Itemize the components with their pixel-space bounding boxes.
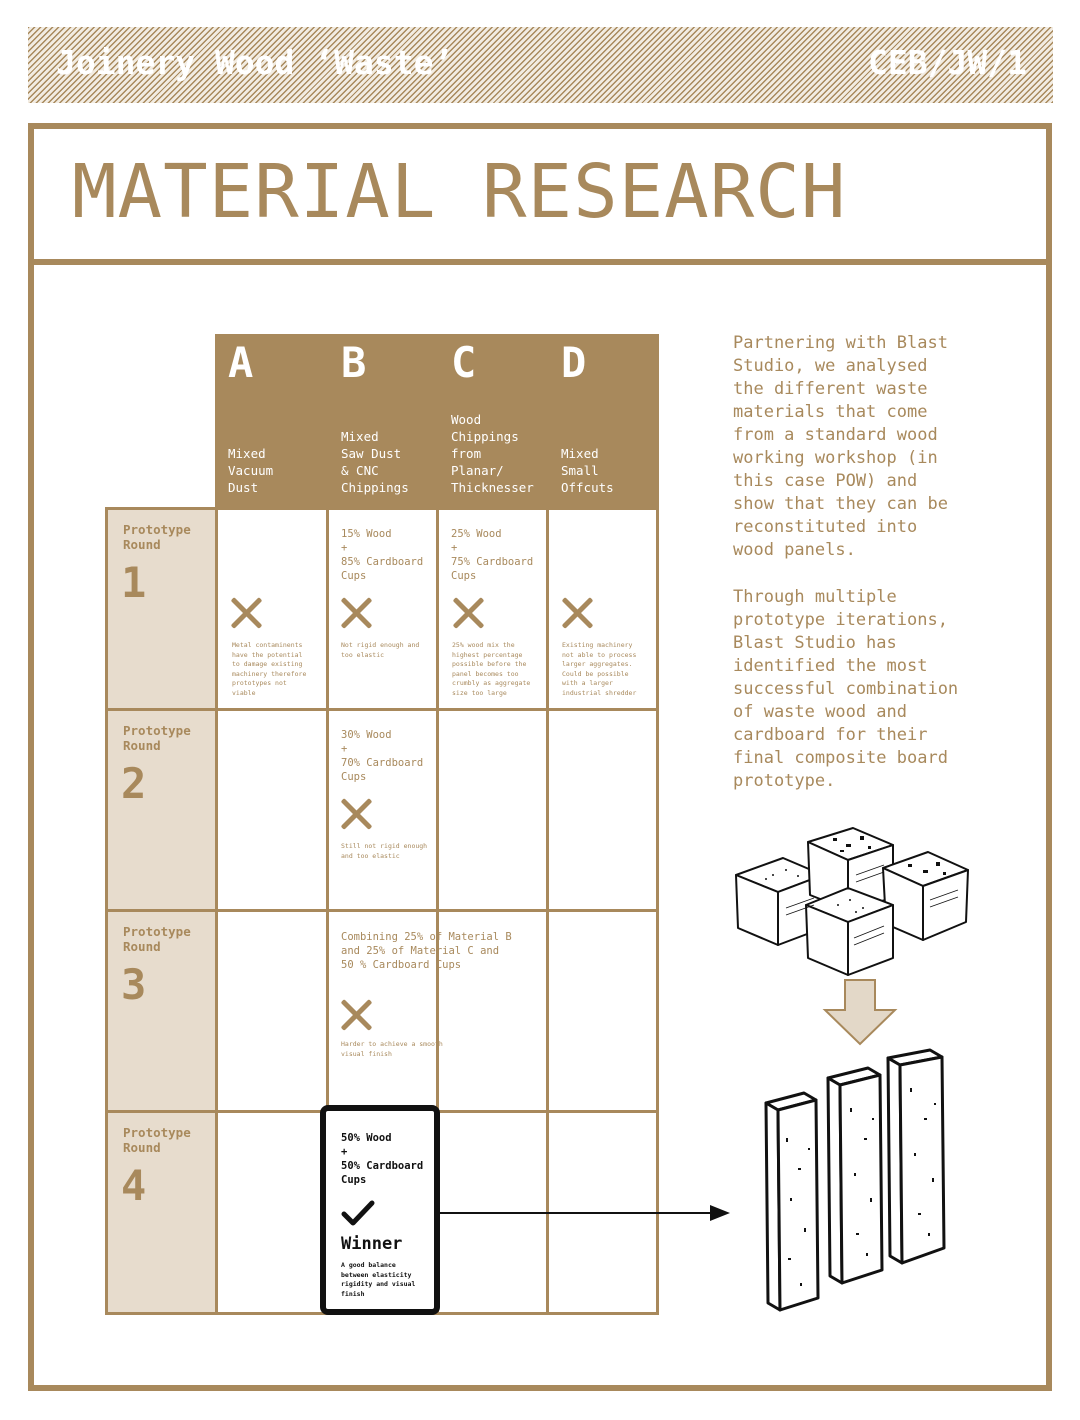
row-number: 1 [121,558,147,607]
grid-line [105,909,659,912]
row-header-2: Prototype Round 2 [107,709,216,910]
grid-line [105,708,659,711]
main-frame: MATERIAL RESEARCH [28,123,1052,1391]
cross-icon [229,596,263,630]
cell-note: A good balance between elasticity rigidi… [341,1261,416,1298]
column-letter: A [228,338,254,387]
grid-line [326,334,329,1315]
column-header-c: C Wood Chippings from Planar/ Thicknesse… [439,334,547,508]
grid-line [546,334,549,1315]
column-description: Mixed Saw Dust & CNC Chippings [341,429,409,495]
cell-note: Metal contaminents have the potential to… [232,641,307,697]
intro-paragraph: Partnering with Blast Studio, we analyse… [733,333,948,560]
cell-note: Existing machinery not able to process l… [562,641,637,697]
project-code: CEB/JW/1 [868,43,1027,82]
cross-icon [339,797,373,831]
cell-mix: 50% Wood + 50% Cardboard Cups [341,1132,424,1186]
page-title: MATERIAL RESEARCH [72,149,847,235]
column-letter: B [341,338,367,387]
row-number: 4 [121,1161,147,1210]
column-letter: C [451,338,477,387]
cell-note: Not rigid enough and too elastic [341,641,420,659]
cell-mix: Combining 25% of Material B and 25% of M… [341,931,512,971]
row-number: 3 [121,960,147,1009]
row-number: 2 [121,759,147,808]
grid-line [215,334,218,1315]
cell-mix: 25% Wood + 75% Cardboard Cups [451,528,534,582]
column-header-b: B Mixed Saw Dust & CNC Chippings [329,334,436,508]
row-header-1: Prototype Round 1 [107,508,216,709]
column-letter: D [561,338,587,387]
cell-note: 25% wood mix the highest percentage poss… [452,641,531,697]
title-row: MATERIAL RESEARCH [34,129,1046,265]
column-description: Mixed Small Offcuts [561,446,614,495]
column-description: Wood Chippings from Planar/ Thicknesser [451,412,534,495]
material-samples-illustration [735,827,969,976]
column-header-d: D Mixed Small Offcuts [549,334,658,508]
cross-icon [339,596,373,630]
grid-line [436,334,439,1315]
grid-line [656,334,659,1315]
cell-mix: 30% Wood + 70% Cardboard Cups [341,729,424,783]
cross-icon [560,596,594,630]
column-header-a: A Mixed Vacuum Dust [216,334,327,508]
cell-mix: 15% Wood + 85% Cardboard Cups [341,528,424,582]
cross-icon [451,596,485,630]
row-label: Prototype Round [123,924,191,954]
cross-icon [339,998,373,1032]
grid-line [105,507,659,510]
cell-note: Harder to achieve a smooth visual finish [341,1040,443,1058]
arrow-right-icon [440,1205,730,1221]
row-header-3: Prototype Round 3 [107,910,216,1111]
cell-note: Still not rigid enough and too elastic [341,842,428,860]
check-icon [341,1200,375,1226]
winner-cell: 50% Wood + 50% Cardboard Cups Winner A g… [320,1105,440,1315]
project-title: Joinery Wood ‘Waste’ [56,43,454,82]
row-label: Prototype Round [123,1125,191,1155]
column-description: Mixed Vacuum Dust [228,446,274,495]
row-label: Prototype Round [123,522,191,552]
summary-paragraph: Through multiple prototype iterations, B… [733,587,959,791]
composite-boards-illustration [764,1048,946,1312]
winner-label: Winner [341,1234,403,1254]
header-banner: Joinery Wood ‘Waste’ CEB/JW/1 [28,27,1053,103]
row-header-4: Prototype Round 4 [107,1111,216,1313]
arrow-down-icon [822,979,898,1046]
row-label: Prototype Round [123,723,191,753]
